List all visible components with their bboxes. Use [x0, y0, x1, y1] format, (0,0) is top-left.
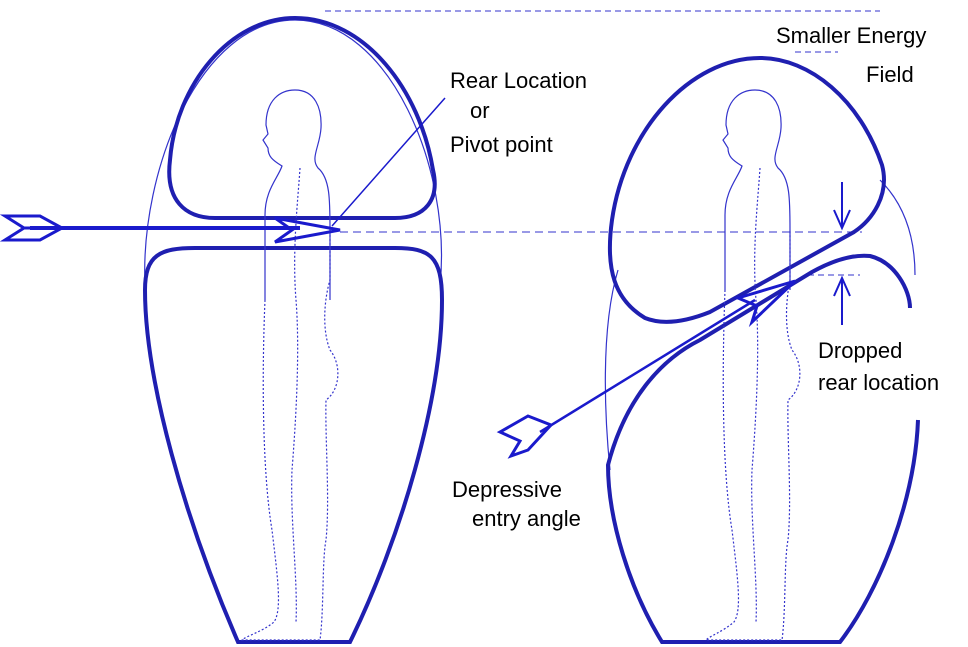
left-figure: [5, 18, 445, 642]
right-outer-field-outline: [605, 180, 915, 470]
right-lower-field-lobe: [608, 256, 918, 642]
dropped-label-line1: Dropped: [818, 338, 902, 363]
left-human-head-outline: [263, 90, 330, 300]
left-arrow-fletching: [5, 216, 62, 240]
left-upper-field-lobe: [169, 18, 434, 218]
rear-location-label-line2: or: [470, 98, 490, 123]
rear-location-label-line1: Rear Location: [450, 68, 587, 93]
right-arrow-fletching: [500, 416, 551, 456]
smaller-field-label-line1: Smaller Energy: [776, 23, 926, 48]
dropped-label-line2: rear location: [818, 370, 939, 395]
right-human-body-outline: [706, 168, 800, 640]
depressive-label-line2: entry angle: [472, 506, 581, 531]
rear-location-label-line3: Pivot point: [450, 132, 553, 157]
depressive-label-line1: Depressive: [452, 477, 562, 502]
right-human-head-outline: [723, 90, 790, 290]
smaller-field-label-line2: Field: [866, 62, 914, 87]
